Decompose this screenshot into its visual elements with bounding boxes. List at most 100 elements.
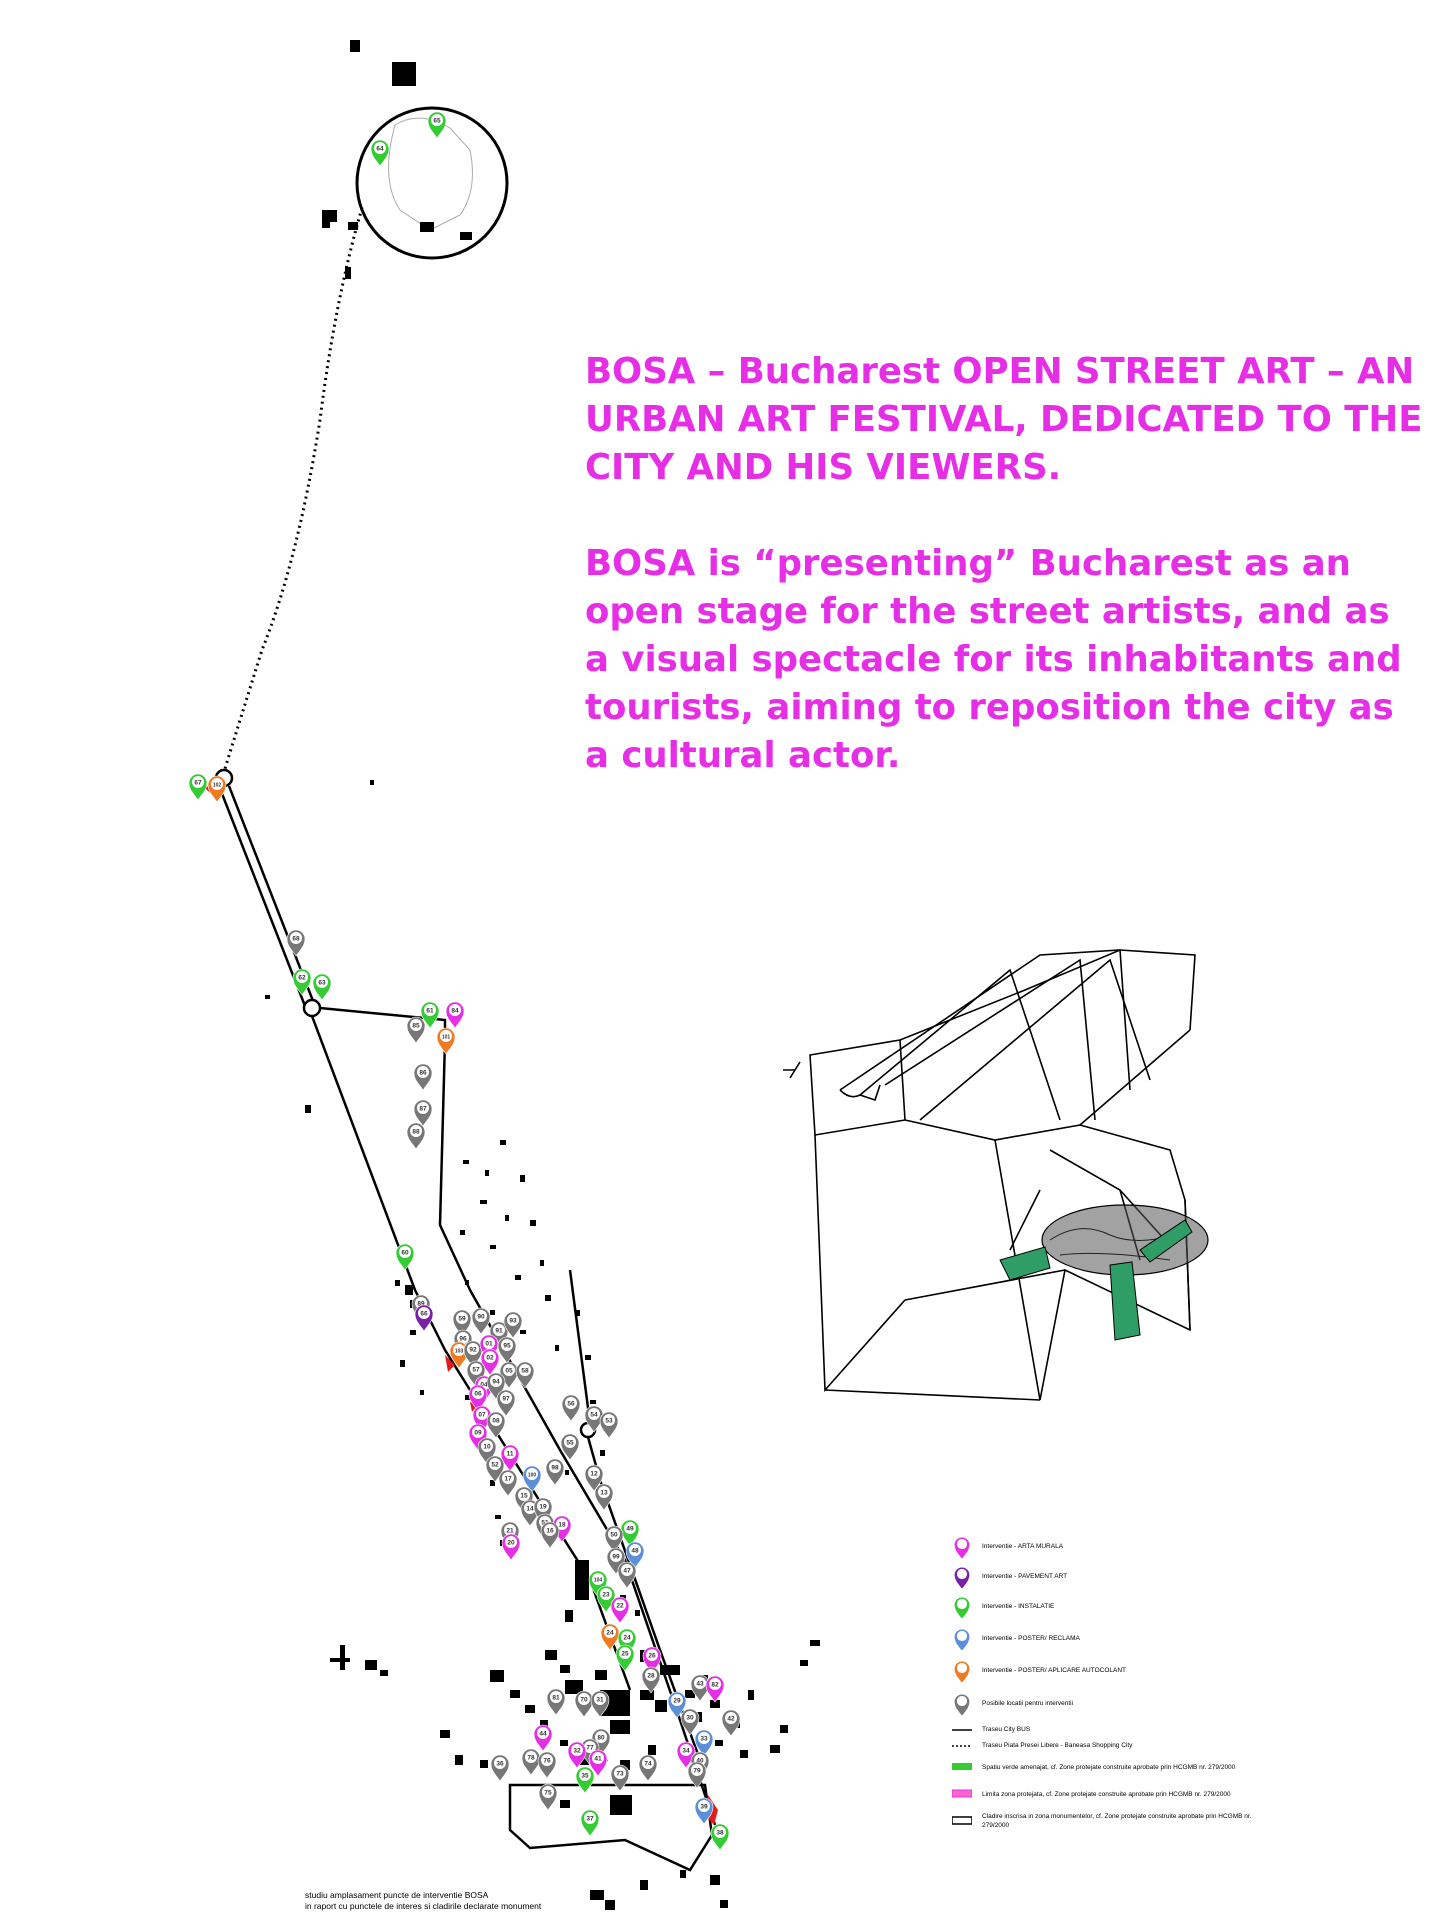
map-pin[interactable]: 49 [620, 1519, 640, 1547]
map-pin-center [684, 1711, 696, 1723]
map-pin-center [598, 1486, 610, 1498]
map-pin[interactable]: 44 [533, 1724, 553, 1752]
map-pin[interactable]: 74 [638, 1754, 658, 1782]
map-pin[interactable] [954, 1597, 970, 1618]
map-pin[interactable]: 93 [503, 1311, 523, 1339]
map-pin-center [671, 1694, 683, 1706]
map-pin[interactable]: 82 [705, 1675, 725, 1703]
map-pin[interactable]: 101 [436, 1027, 456, 1055]
map-pin[interactable]: 54 [584, 1405, 604, 1433]
map-pin[interactable]: 98 [545, 1458, 565, 1486]
map-pin[interactable]: 38 [710, 1823, 730, 1851]
map-pin[interactable]: 41 [588, 1749, 608, 1777]
map-pin[interactable]: 56 [561, 1394, 581, 1422]
map-pin[interactable]: 66 [414, 1304, 434, 1332]
map-pin-label: 96 [459, 1335, 467, 1342]
map-pin[interactable]: 55 [560, 1433, 580, 1461]
map-pin-center [564, 1436, 576, 1448]
map-pin[interactable]: 62 [292, 968, 312, 996]
map-pin[interactable]: 02 [480, 1348, 500, 1376]
map-pin[interactable]: 47 [617, 1561, 637, 1589]
map-pin[interactable]: 68 [286, 929, 306, 957]
map-pin[interactable]: 88 [406, 1122, 426, 1150]
map-pin[interactable]: 33 [694, 1729, 714, 1757]
map-pin[interactable]: 67 [188, 773, 208, 801]
map-pin-center [519, 1364, 531, 1376]
map-pin[interactable]: 29 [667, 1691, 687, 1719]
map-pin[interactable]: 92 [463, 1340, 483, 1368]
map-pin[interactable]: 85 [406, 1016, 426, 1044]
map-pin[interactable]: 73 [610, 1764, 630, 1792]
map-pin[interactable]: 08 [486, 1411, 506, 1439]
map-pin-label: 70 [580, 1696, 588, 1703]
map-pin[interactable]: 13 [594, 1483, 614, 1511]
map-pin[interactable]: 30 [680, 1708, 700, 1736]
legend-label: Limita zona protejata, cf. Zone protejat… [982, 1790, 1231, 1798]
map-pin[interactable]: 28 [641, 1666, 661, 1694]
map-pin[interactable]: 37 [580, 1809, 600, 1837]
map-pin[interactable]: 87 [413, 1099, 433, 1127]
map-pin[interactable]: 24 [600, 1623, 620, 1651]
map-pin[interactable]: 43 [690, 1674, 710, 1702]
map-pin[interactable]: 78 [521, 1748, 541, 1776]
map-pin[interactable]: 58 [515, 1361, 535, 1389]
map-pin[interactable] [954, 1629, 970, 1650]
map-pin[interactable]: 25 [615, 1644, 635, 1672]
map-pin[interactable]: 50 [604, 1525, 624, 1553]
map-pin[interactable]: 53 [599, 1411, 619, 1439]
map-pin[interactable]: 39 [694, 1797, 714, 1825]
map-pin[interactable]: 63 [312, 973, 332, 1001]
map-pin[interactable]: 42 [721, 1709, 741, 1737]
map-pin[interactable] [954, 1537, 970, 1558]
map-pin-center [290, 932, 302, 944]
map-pin[interactable]: 48 [625, 1541, 645, 1569]
map-pin[interactable]: 86 [413, 1063, 433, 1091]
map-pin[interactable] [954, 1567, 970, 1588]
map-pin-center [544, 1524, 556, 1536]
map-pin[interactable]: 84 [445, 1001, 465, 1029]
map-pin[interactable]: 32 [567, 1741, 587, 1769]
map-pin[interactable]: 20 [501, 1533, 521, 1561]
map-pin[interactable]: 102 [207, 775, 227, 803]
map-pin[interactable]: 23 [596, 1585, 616, 1613]
map-pin[interactable]: 06 [468, 1384, 488, 1412]
map-pin-center [525, 1751, 537, 1763]
map-pin[interactable] [954, 1694, 970, 1715]
map-pin[interactable]: 65 [427, 111, 447, 139]
map-pin[interactable]: 97 [496, 1389, 516, 1417]
map-pin-label: 11 [507, 1450, 514, 1457]
map-pin[interactable]: 90 [471, 1307, 491, 1335]
map-pin[interactable]: 70 [574, 1690, 594, 1718]
map-pin[interactable]: 64 [370, 139, 390, 167]
map-pin[interactable]: 17 [498, 1469, 518, 1497]
map-pin-label: 21 [506, 1527, 514, 1534]
map-pin[interactable]: 36 [490, 1754, 510, 1782]
map-pin-label: 54 [590, 1411, 598, 1418]
map-pin[interactable]: 60 [395, 1243, 415, 1271]
map-pin[interactable]: 22 [610, 1596, 630, 1624]
legend-label: Interventie - INSTALATIE [982, 1602, 1055, 1610]
map-pin-label: 16 [546, 1527, 554, 1534]
legend-label: Spatiu verde amenajat, cf. Zone protejat… [982, 1763, 1236, 1771]
map-pin[interactable]: 59 [452, 1309, 472, 1337]
sketch-green-legs [999, 1219, 1193, 1341]
map-pin[interactable]: 31 [590, 1690, 610, 1718]
map-pin[interactable]: 76 [537, 1751, 557, 1779]
map-pin[interactable]: 81 [546, 1688, 566, 1716]
legend-item-green: Spatiu verde amenajat, cf. Zone protejat… [952, 1762, 1235, 1772]
map-pin[interactable] [954, 1661, 970, 1682]
map-pin[interactable]: 75 [538, 1783, 558, 1811]
map-pin[interactable]: 26 [642, 1646, 662, 1674]
map-pin[interactable]: 35 [575, 1766, 595, 1794]
map-pin[interactable]: 103 [449, 1341, 469, 1369]
map-pin[interactable]: 16 [540, 1521, 560, 1549]
map-pin[interactable]: 95 [497, 1336, 517, 1364]
map-pin[interactable]: 11 [500, 1444, 520, 1472]
map-pin[interactable]: 79 [687, 1761, 707, 1789]
map-pin[interactable]: 12 [584, 1464, 604, 1492]
map-pin-center [449, 1004, 461, 1016]
map-pin[interactable]: 100 [522, 1465, 542, 1493]
map-pin-label: 93 [509, 1317, 517, 1324]
map-pin[interactable]: 61 [420, 1001, 440, 1029]
